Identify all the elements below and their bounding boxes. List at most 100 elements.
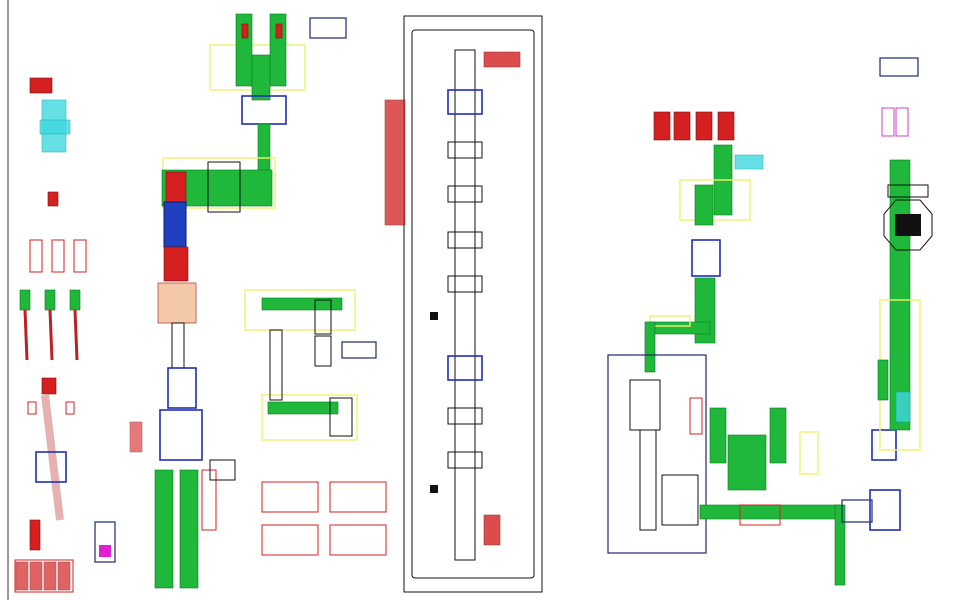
layout-shape (653, 111, 671, 141)
layout-shape (447, 451, 483, 469)
layout-shape (43, 561, 57, 591)
layout-shape (163, 201, 187, 248)
layout-shape (769, 407, 787, 464)
pallet-storage-grid (261, 481, 387, 556)
layout-shape (881, 107, 895, 137)
layout-shape (447, 407, 483, 425)
layout-shape (57, 561, 71, 591)
left-storage-area (14, 77, 116, 593)
layout-shape (29, 239, 43, 273)
layout-shape (27, 401, 37, 415)
layout-shape (171, 322, 185, 369)
layout-shape (877, 359, 889, 401)
layout-shape (341, 341, 377, 359)
layout-shape (241, 23, 249, 39)
layout-shape (314, 299, 332, 335)
layout-shape (165, 171, 187, 203)
layout-shape (261, 297, 343, 311)
layout-shape (14, 559, 74, 593)
layout-shape (314, 335, 332, 367)
layout-shape (29, 77, 53, 94)
layout-shape (895, 107, 909, 137)
layout-shape (673, 111, 691, 141)
layout-shape (275, 23, 283, 39)
layout-shape (629, 379, 661, 431)
layout-shape (48, 309, 54, 361)
layout-shape (309, 17, 347, 39)
layout-shape (384, 99, 406, 226)
layout-shape (834, 504, 846, 586)
layout-shape (329, 397, 353, 437)
layout-shape (157, 282, 197, 324)
layout-shape (99, 545, 111, 557)
layout-shape (29, 561, 43, 591)
layout-shape (649, 321, 711, 335)
layout-shape (69, 289, 81, 311)
layout-shape (447, 89, 483, 115)
layout-shape (447, 185, 483, 203)
layout-shape (447, 275, 483, 293)
layout-shape (709, 407, 727, 464)
layout-shape (695, 111, 713, 141)
layout-shape (841, 499, 873, 523)
layout-shape (679, 179, 751, 221)
layout-shape (799, 431, 819, 475)
layout-shape (430, 485, 438, 493)
layout-shape (883, 199, 933, 251)
layout-shape (15, 561, 29, 591)
layout-shape (261, 524, 319, 556)
layout-shape (65, 401, 75, 415)
layout-shape (447, 231, 483, 249)
layout-shape (430, 312, 438, 320)
layout-shape (895, 391, 911, 423)
layout-shape (879, 57, 919, 77)
central-line (384, 15, 543, 593)
layout-shape (261, 394, 358, 441)
layout-shape (661, 474, 699, 526)
layout-shape (244, 289, 356, 331)
layout-shape (403, 15, 543, 593)
layout-shape (129, 421, 143, 453)
layout-shape (871, 429, 897, 461)
layout-shape (483, 51, 521, 68)
layout-shape (209, 459, 236, 481)
layout-shape (717, 111, 735, 141)
layout-shape (41, 394, 64, 521)
layout-shape (41, 377, 57, 395)
layout-shape (694, 184, 714, 226)
layout-shape (649, 315, 691, 327)
layout-shape (257, 123, 271, 171)
layout-shape (19, 289, 31, 311)
middle-cells (244, 289, 377, 441)
layout-shape (163, 246, 189, 282)
layout-shape (201, 469, 217, 531)
layout-shape (267, 401, 339, 415)
layout-shape (261, 481, 319, 513)
layout-shape (39, 119, 71, 135)
production-line-1 (129, 13, 347, 589)
layout-shape (483, 514, 501, 546)
layout-shape (167, 367, 197, 409)
layout-shape (329, 481, 387, 513)
layout-shape (329, 524, 387, 556)
layout-shape (739, 504, 781, 526)
layout-shape (159, 409, 203, 461)
layout-shape (454, 49, 476, 561)
layout-shape (179, 469, 199, 589)
layout-shape (269, 329, 283, 401)
layout-shape (727, 434, 767, 491)
layout-shape (639, 429, 657, 531)
layout-shape (869, 489, 901, 531)
layout-shape (447, 355, 483, 381)
layout-shape (154, 469, 174, 589)
layout-shape (73, 239, 87, 273)
layout-shape (44, 289, 56, 311)
layout-shape (691, 239, 721, 277)
layout-shape (47, 191, 59, 207)
layout-shape (411, 29, 535, 579)
layout-shape (29, 519, 41, 551)
layout-shape (734, 154, 764, 170)
layout-shape (207, 161, 241, 213)
layout-shape (887, 184, 929, 198)
